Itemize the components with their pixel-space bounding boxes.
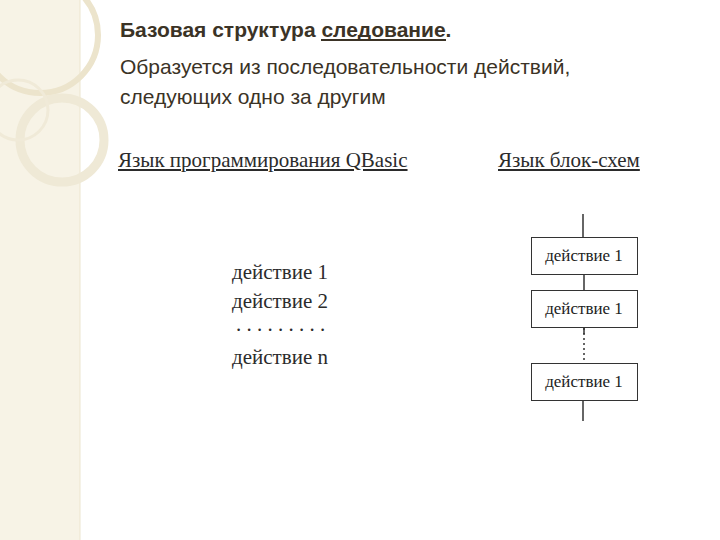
column-heading: Язык блок-схем (498, 148, 640, 173)
code-ellipsis: . . . . . . . . . (236, 312, 325, 337)
process-box: действие 1 (531, 237, 638, 275)
process-box: действие 1 (531, 290, 638, 328)
code-line: действие 1 (232, 260, 328, 285)
box-text: действие 1 (545, 299, 623, 319)
flow-connector (583, 328, 585, 363)
box-text: действие 1 (545, 246, 623, 266)
flow-start-line (582, 214, 584, 237)
process-box: действие 1 (531, 363, 638, 401)
deco-circle (20, 98, 104, 182)
flow-connector (583, 275, 585, 290)
slide-subtitle: Образуется из последовательности действи… (120, 52, 650, 112)
deco-circle (0, 80, 48, 140)
code-line: действие n (232, 345, 328, 370)
slide-title: Базовая структура следование. (120, 18, 451, 42)
flow-connector (583, 328, 585, 334)
code-line: действие 2 (232, 289, 328, 314)
flow-end-line (582, 401, 584, 421)
box-text: действие 1 (545, 372, 623, 392)
column-heading: Язык программирования QBasic (118, 148, 408, 173)
